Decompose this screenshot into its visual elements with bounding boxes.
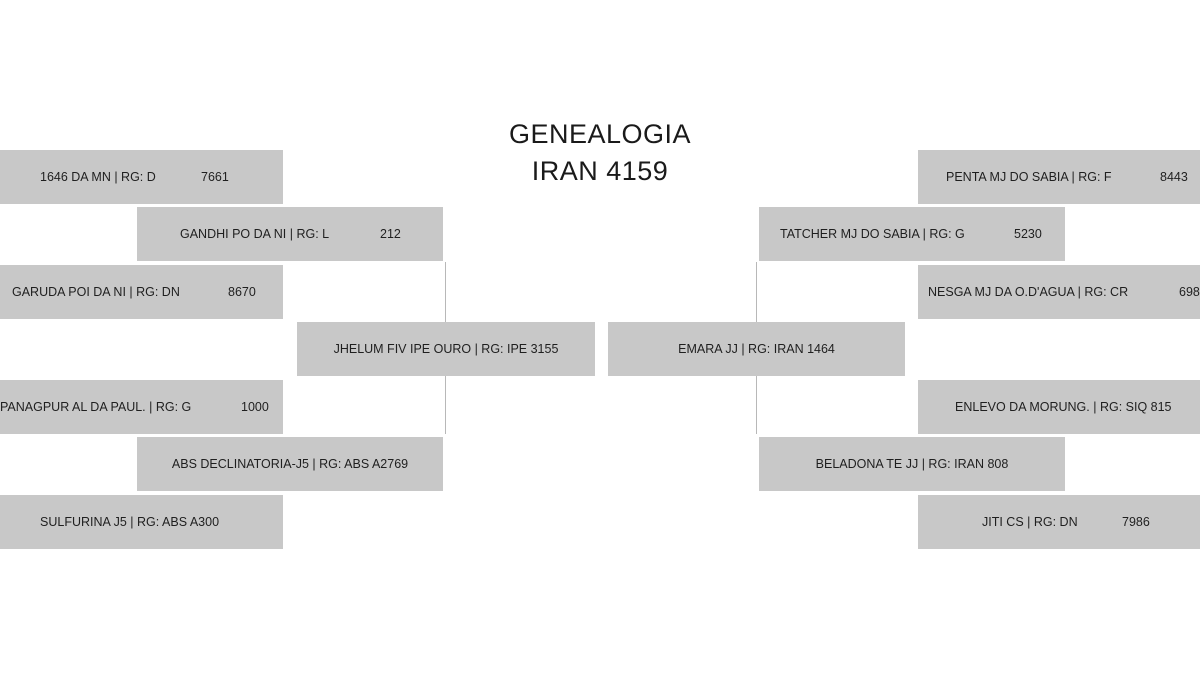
great-granddam-box-2: SULFURINA J5 | RG: ABS A300: [0, 495, 283, 549]
title-line-genealogia: GENEALOGIA: [508, 119, 692, 149]
dam-box: EMARA JJ | RG: IRAN 1464: [608, 322, 905, 376]
animal-number: 8443: [1160, 170, 1188, 184]
great-grandsire-box-2: PANAGPUR AL DA PAUL. | RG: G 1000: [0, 380, 283, 434]
paternal-grandsire-box: GANDHI PO DA NI | RG: L 212: [137, 207, 443, 261]
animal-number: 7661: [201, 170, 229, 184]
animal-name: JITI CS | RG: DN: [982, 515, 1078, 529]
title-line-animal-id: IRAN 4159: [531, 156, 669, 186]
paternal-granddam-box: ABS DECLINATORIA-J5 | RG: ABS A2769: [137, 437, 443, 491]
animal-name: PANAGPUR AL DA PAUL. | RG: G: [0, 400, 192, 414]
great-grandsire-box-3: PENTA MJ DO SABIA | RG: F 8443: [918, 150, 1200, 204]
maternal-grandsire-box: TATCHER MJ DO SABIA | RG: G 5230: [759, 207, 1065, 261]
great-grandsire-box-1: 1646 DA MN | RG: D 7661: [0, 150, 283, 204]
animal-name: GARUDA POI DA NI | RG: DN: [12, 285, 180, 299]
animal-number: 212: [380, 227, 401, 241]
animal-name: NESGA MJ DA O.D'AGUA | RG: CR: [928, 285, 1129, 299]
animal-name: 1646 DA MN | RG: D: [40, 170, 156, 184]
animal-name: TATCHER MJ DO SABIA | RG: G: [780, 227, 965, 241]
great-granddam-box-4: JITI CS | RG: DN 7986: [918, 495, 1200, 549]
animal-name: ABS DECLINATORIA-J5 | RG: ABS A2769: [171, 457, 409, 471]
animal-number: 7986: [1122, 515, 1150, 529]
great-granddam-box-1: GARUDA POI DA NI | RG: DN 8670: [0, 265, 283, 319]
animal-number: 698: [1179, 285, 1200, 299]
animal-name: EMARA JJ | RG: IRAN 1464: [678, 342, 835, 356]
animal-name: GANDHI PO DA NI | RG: L: [180, 227, 330, 241]
animal-name: SULFURINA J5 | RG: ABS A300: [40, 515, 220, 529]
animal-number: 1000: [241, 400, 269, 414]
great-granddam-box-3: NESGA MJ DA O.D'AGUA | RG: CR 698: [918, 265, 1200, 319]
animal-name: BELADONA TE JJ | RG: IRAN 808: [815, 457, 1009, 471]
sire-box: JHELUM FIV IPE OURO | RG: IPE 3155: [297, 322, 595, 376]
maternal-granddam-box: BELADONA TE JJ | RG: IRAN 808: [759, 437, 1065, 491]
animal-name: JHELUM FIV IPE OURO | RG: IPE 3155: [333, 342, 559, 356]
animal-name: ENLEVO DA MORUNG. | RG: SIQ 815: [955, 400, 1172, 414]
animal-number: 5230: [1014, 227, 1042, 241]
animal-name: PENTA MJ DO SABIA | RG: F: [946, 170, 1112, 184]
great-grandsire-box-4: ENLEVO DA MORUNG. | RG: SIQ 815: [918, 380, 1200, 434]
animal-number: 8670: [228, 285, 256, 299]
pedigree-title: GENEALOGIA IRAN 4159: [450, 116, 750, 190]
